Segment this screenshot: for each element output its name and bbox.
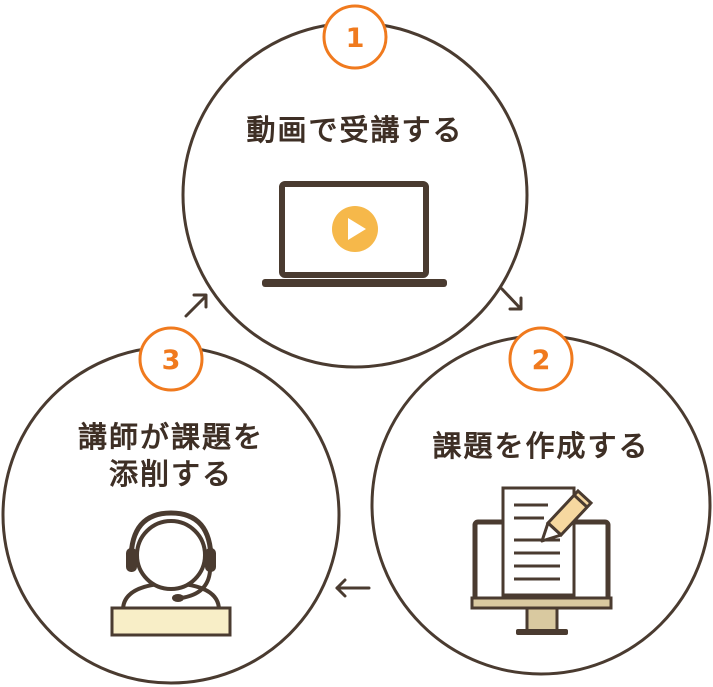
step-2-title: 課題を作成する bbox=[432, 429, 649, 463]
pencil-icon bbox=[540, 488, 594, 543]
instructor-headset-icon bbox=[110, 510, 232, 637]
step-1-title: 動画で受講する bbox=[246, 113, 463, 147]
step-2: 課題を作成する bbox=[370, 334, 712, 676]
arrow-step1-to-step2 bbox=[500, 287, 523, 311]
badge-2-number: 2 bbox=[532, 345, 551, 376]
step-3-title-line-1: 講師が課題を bbox=[78, 420, 264, 454]
step-3: 講師が課題を 添削する bbox=[1, 345, 341, 685]
arrow-step3-to-step1 bbox=[184, 293, 208, 318]
step-3-title-line-2: 添削する bbox=[109, 457, 233, 491]
badge-1-number: 1 bbox=[346, 23, 365, 54]
desk bbox=[110, 606, 232, 637]
badge-1: 1 bbox=[322, 4, 388, 70]
badge-3: 3 bbox=[138, 326, 204, 392]
arrow-step2-to-step3 bbox=[335, 578, 371, 598]
badge-2: 2 bbox=[508, 326, 574, 392]
step-1: 動画で受講する bbox=[181, 21, 529, 369]
monitor-document-pencil-icon bbox=[470, 486, 613, 635]
badge-3-number: 3 bbox=[162, 345, 181, 376]
laptop-play-icon bbox=[262, 181, 447, 287]
